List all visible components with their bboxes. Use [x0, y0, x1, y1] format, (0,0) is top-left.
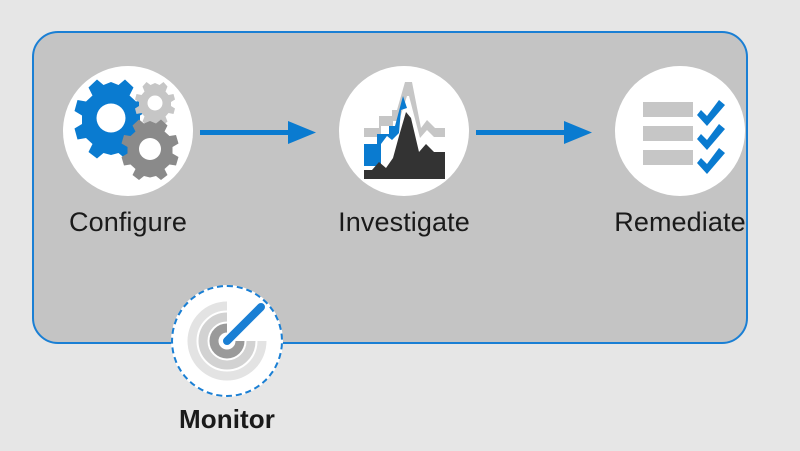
- stage-node-configure[interactable]: Configure: [48, 66, 208, 238]
- gears-icon: [74, 79, 179, 180]
- checklist-bar: [643, 126, 693, 141]
- stage-label-monitor: Monitor: [178, 404, 275, 434]
- stage-node-monitor[interactable]: Monitor: [147, 285, 307, 434]
- stage-node-remediate[interactable]: Remediate: [600, 66, 760, 238]
- stage-label-investigate: Investigate: [338, 207, 470, 237]
- area-chart-icon: [364, 82, 445, 179]
- check-icon: [697, 100, 725, 126]
- arrow-investigate-to-remediate: [476, 118, 592, 148]
- checklist-bar: [643, 102, 693, 117]
- stage-icon-bubble-remediate: [615, 66, 745, 196]
- stage-icon-bubble-configure: [63, 66, 193, 196]
- stage-icon-bubble-monitor: [171, 285, 283, 397]
- checklist-icon: [643, 100, 725, 174]
- arrow-configure-to-investigate: [200, 118, 316, 148]
- check-icon: [697, 124, 725, 150]
- radar-icon: [187, 301, 267, 381]
- arrow-right-icon: [200, 121, 316, 144]
- stage-label-remediate: Remediate: [614, 207, 746, 237]
- checklist-bar: [643, 150, 693, 165]
- arrow-right-icon: [476, 121, 592, 144]
- stage-icon-bubble-investigate: [339, 66, 469, 196]
- stage-label-configure: Configure: [69, 207, 187, 237]
- stage-node-investigate[interactable]: Investigate: [324, 66, 484, 238]
- check-icon: [697, 148, 725, 174]
